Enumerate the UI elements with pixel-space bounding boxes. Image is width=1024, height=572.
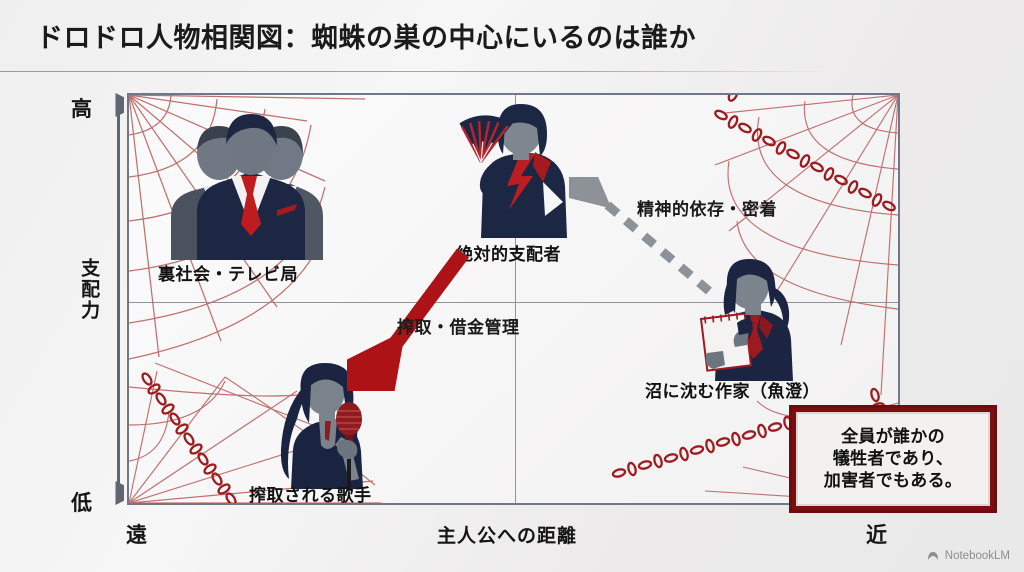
- key-message-callout: 全員が誰かの 犠牲者であり、 加害者でもある。: [789, 405, 997, 513]
- watermark: NotebookLM: [927, 550, 1010, 562]
- y-axis-arrow: [115, 93, 124, 505]
- x-axis-near-label: 近: [866, 523, 887, 547]
- node-caption-underworld: 裏社会・テレビ局: [158, 265, 298, 284]
- callout-line-2: 犠牲者であり、: [832, 449, 954, 469]
- title-divider: [0, 71, 832, 72]
- relation-label-dependence: 精神的依存・密着: [637, 200, 777, 219]
- node-caption-ruler: 絶対的支配者: [456, 245, 561, 264]
- matrix-chart-area: 裏社会・テレビ局: [127, 93, 900, 505]
- dependence-arrow: [569, 177, 712, 295]
- y-axis-title: 支配力: [78, 258, 100, 321]
- node-caption-writer: 沼に沈む作家（魚澄）: [645, 382, 820, 401]
- three-businessmen-icon: [171, 114, 323, 260]
- quadrant-horizontal-divider: [129, 302, 898, 303]
- notebooklm-logo-icon: [927, 552, 938, 560]
- woman-with-fan-icon: [459, 104, 567, 238]
- exploitation-arrow: [347, 248, 470, 391]
- woman-with-notebook-icon: [699, 259, 793, 381]
- x-axis-far-label: 遠: [126, 523, 147, 547]
- quadrant-vertical-divider: [515, 95, 516, 503]
- x-axis-title: 主人公への距離: [437, 526, 578, 547]
- woman-with-microphone-icon: [280, 363, 363, 489]
- callout-line-1: 全員が誰かの: [841, 427, 945, 447]
- y-axis-low-label: 低: [71, 491, 92, 515]
- key-message-panel: 全員が誰かの 犠牲者であり、 加害者でもある。: [796, 412, 990, 506]
- relation-label-exploitation: 搾取・借金管理: [397, 318, 520, 337]
- callout-line-3: 加害者でもある。: [823, 470, 963, 490]
- page-title: ドロドロ人物相関図：蜘蛛の巣の中心にいるのは誰か: [36, 23, 696, 53]
- watermark-label: NotebookLM: [944, 550, 1010, 562]
- y-axis-high-label: 高: [71, 97, 92, 121]
- node-caption-singer: 搾取される歌手: [249, 486, 372, 505]
